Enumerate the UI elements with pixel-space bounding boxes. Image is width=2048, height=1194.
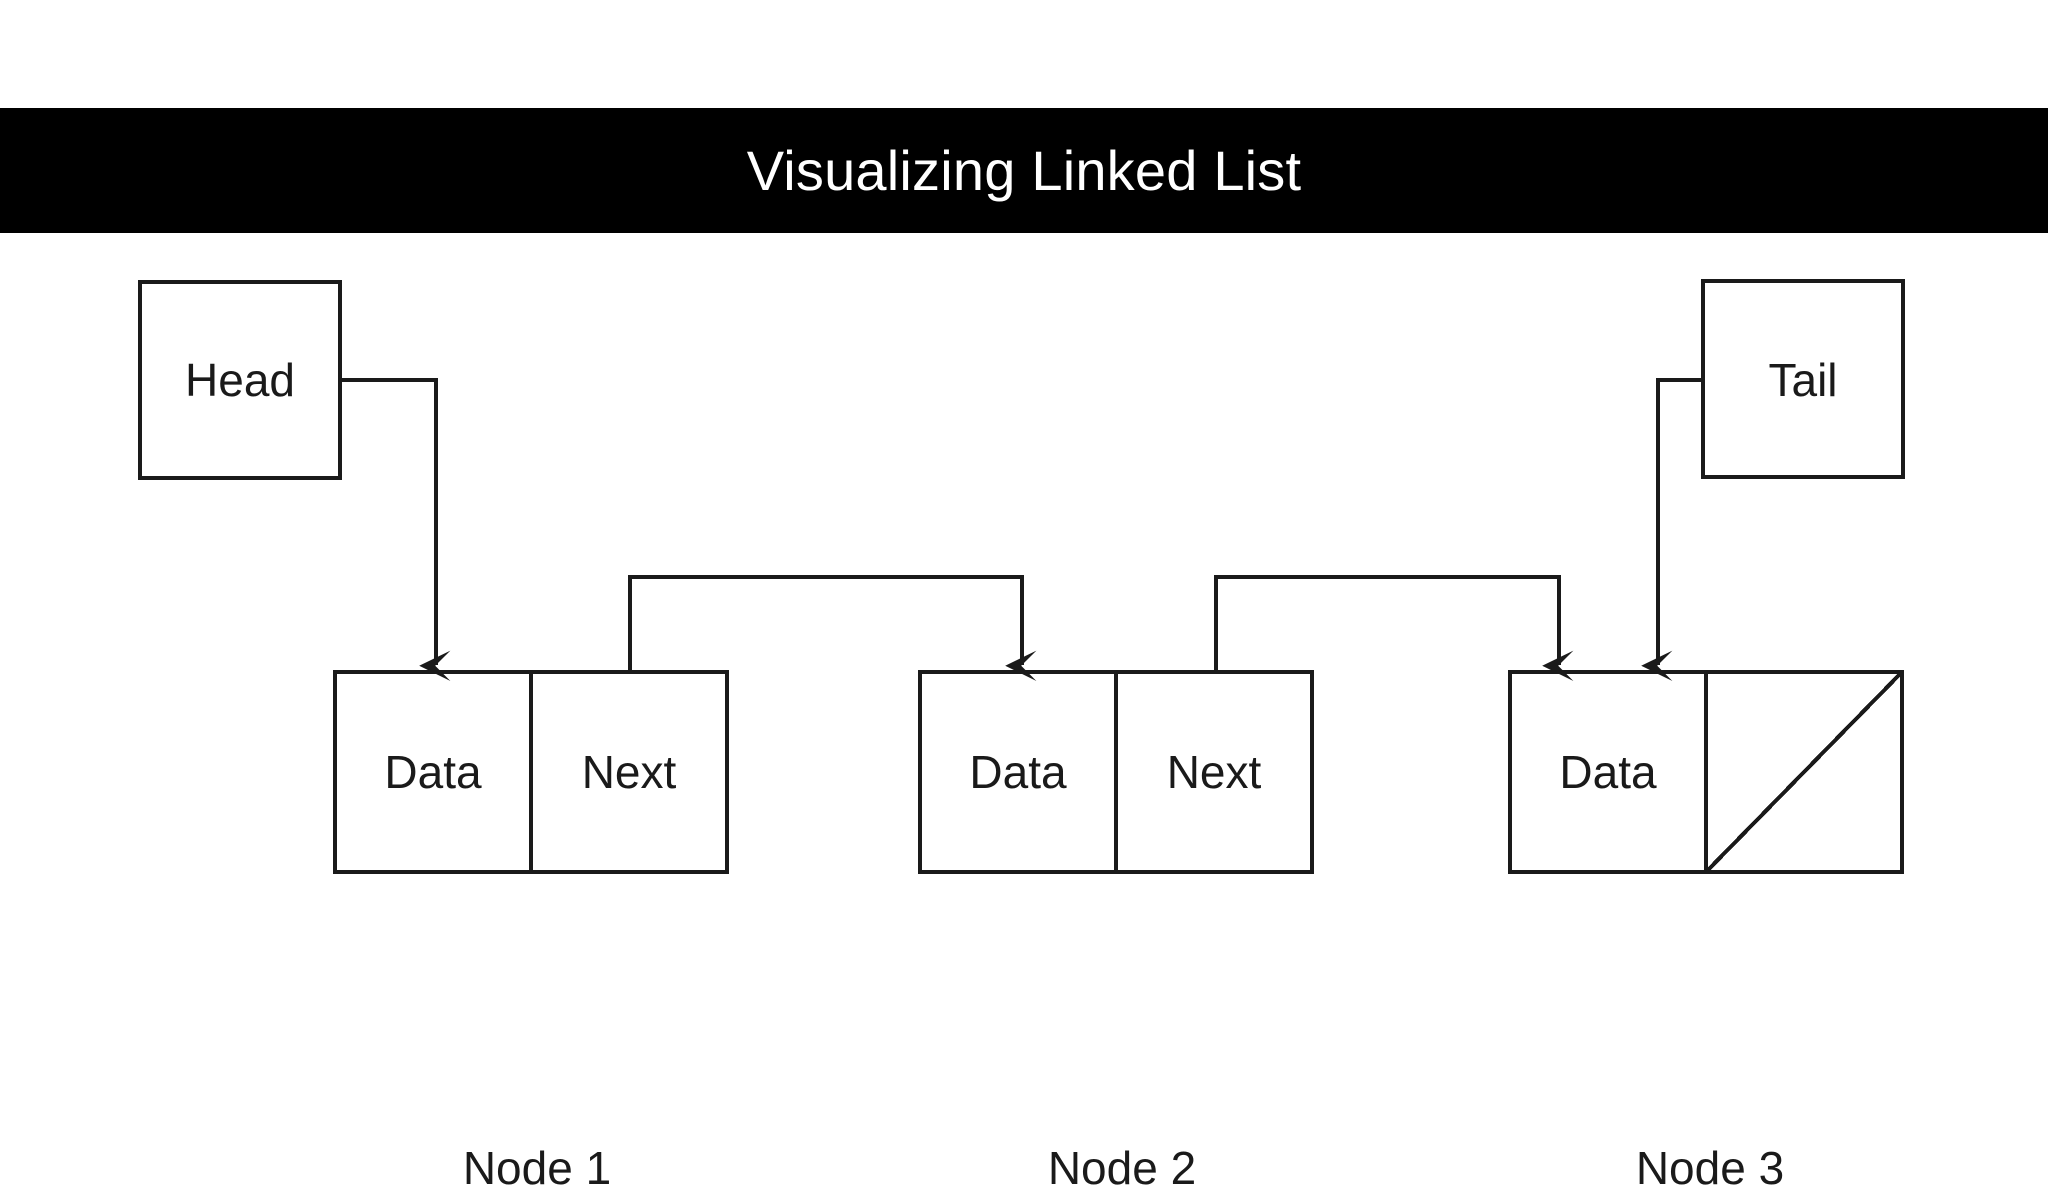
head-pointer-label: Head: [185, 354, 295, 406]
edge-head-to-node1: [340, 378, 451, 681]
node-3-data-label: Data: [1559, 746, 1657, 798]
linked-list-diagram: Head Tail Data Next Node 1 Data Next Nod…: [0, 233, 2048, 1191]
edge-node2-to-node3: [1214, 575, 1574, 681]
node-1-data-label: Data: [384, 746, 482, 798]
tail-pointer-box: [1701, 279, 1905, 479]
title-bar: Visualizing Linked List: [0, 108, 2048, 233]
diagram-canvas: [138, 279, 1905, 874]
edge-tail-to-node3: [1641, 378, 1703, 681]
page-title: Visualizing Linked List: [746, 138, 1302, 202]
node-2-next-label: Next: [1166, 746, 1262, 798]
node-2-data-label: Data: [969, 746, 1067, 798]
node-1-next-label: Next: [581, 746, 677, 798]
tail-pointer-label: Tail: [1768, 354, 1838, 406]
edge-node1-to-node2: [628, 575, 1037, 681]
head-pointer-box: [138, 280, 342, 480]
node-3-null-slash: [1704, 670, 1904, 874]
